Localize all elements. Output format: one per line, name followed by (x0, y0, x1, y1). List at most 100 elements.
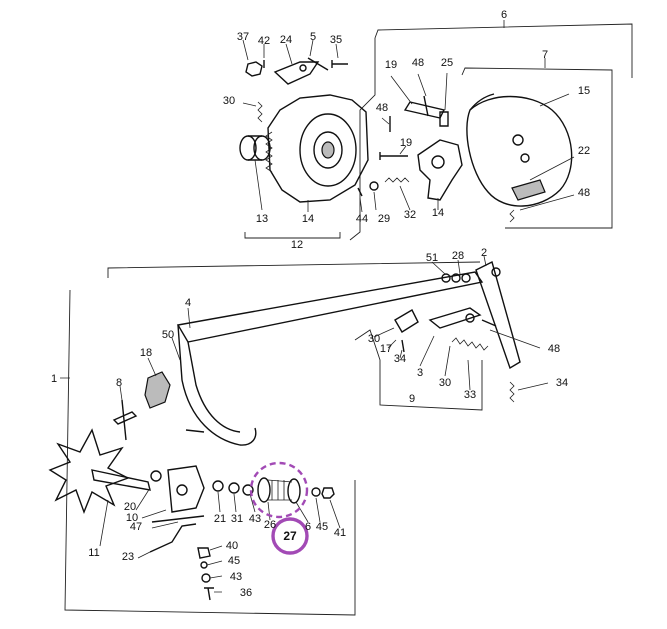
callout: 4 (185, 297, 191, 309)
bracket-6 (374, 23, 633, 78)
callout: 48 (376, 102, 388, 114)
callout: 11 (88, 547, 99, 559)
bracket-9 (354, 329, 483, 411)
spring-35 (451, 337, 489, 351)
callout: 33 (464, 389, 476, 401)
bushing-25 (439, 111, 449, 127)
callout: 7 (542, 49, 548, 61)
pulley-15 (466, 93, 573, 207)
callout: 20 (124, 501, 136, 513)
callout: 14 (302, 213, 314, 225)
callout: 3 (417, 367, 423, 379)
callout: 23 (122, 551, 134, 563)
handle-8 (112, 399, 138, 441)
highlight-ring (271, 517, 309, 555)
callout: 34 (394, 353, 406, 365)
pin-50 (185, 429, 205, 433)
pin-47 (151, 515, 205, 523)
spring-32 (257, 101, 263, 123)
callout: 36 (240, 587, 252, 599)
callout: 35 (330, 34, 342, 46)
nuts-45-41 (311, 487, 335, 499)
washer-29 (369, 181, 379, 191)
callout: 13 (256, 213, 268, 225)
callout: 26 (264, 519, 276, 531)
lever-4 (176, 271, 484, 446)
callout: 42 (258, 35, 270, 47)
highlight-label: 27 (283, 529, 297, 543)
roller-27 (257, 477, 301, 504)
callout: 48 (412, 57, 424, 69)
callout: 25 (441, 57, 453, 69)
callout: 8 (116, 377, 122, 389)
handle-18 (144, 371, 171, 409)
callout: 1 (51, 373, 57, 385)
nut-39 (245, 61, 263, 77)
callout: 30 (223, 95, 235, 107)
arm-2 (465, 260, 521, 370)
callout: 18 (140, 347, 152, 359)
starter-housing-14 (265, 94, 369, 203)
callout: 45 (228, 555, 240, 567)
callout: 19 (400, 137, 412, 149)
callout-labels: 37 42 24 5 35 30 13 14 12 44 29 32 14 19… (51, 9, 590, 599)
spring-36 (509, 381, 515, 403)
pin-5 (307, 57, 329, 71)
callout: 5 (310, 31, 316, 43)
washers-21-31-43 (150, 470, 254, 496)
callout: 12 (291, 239, 303, 251)
callout: 2 (481, 247, 487, 259)
pin-48a (423, 95, 429, 117)
callout: 41 (334, 527, 346, 539)
callout: 32 (404, 209, 416, 221)
callout: 17 (380, 343, 392, 355)
callout: 6 (305, 521, 311, 533)
callout: 34 (556, 377, 568, 389)
link-3 (428, 307, 482, 329)
callout: 43 (230, 571, 242, 583)
callout: 44 (356, 213, 368, 225)
callout: 31 (231, 513, 243, 525)
callout: 40 (226, 540, 238, 552)
bracket-10 (167, 465, 205, 513)
pin-20 (379, 152, 408, 160)
callout: 48 (548, 343, 560, 355)
callout: 50 (162, 329, 174, 341)
callout: 14 (432, 207, 444, 219)
bracket-1 (64, 261, 481, 616)
bolt-38-stack (197, 547, 214, 601)
bracket-12 (244, 232, 341, 239)
callout: 10 (126, 512, 138, 524)
callout: 30 (368, 333, 380, 345)
starwheel-11 (48, 428, 151, 514)
nuts-51-28 (441, 273, 471, 283)
leader-lines (60, 20, 575, 593)
callout: 6 (501, 9, 507, 21)
bracket-7 (461, 67, 613, 229)
spring-34 (384, 177, 410, 183)
cam-16 (417, 139, 463, 201)
callout: 21 (214, 513, 226, 525)
callout: 29 (378, 213, 390, 225)
bracket-6-left (349, 38, 376, 241)
pin-46 (357, 187, 363, 197)
highlight-dashed-circle (249, 461, 309, 519)
screw-37 (331, 60, 348, 68)
callout: 51 (426, 252, 438, 264)
callout: 48 (578, 187, 590, 199)
callout: 37 (237, 31, 249, 43)
callout: 43 (249, 513, 261, 525)
pin-49 (509, 209, 515, 223)
callout: 24 (280, 34, 292, 46)
callout: 28 (452, 250, 464, 262)
plate-17 (394, 309, 419, 333)
pawl-24 (273, 61, 320, 85)
callout: 45 (316, 521, 328, 533)
pin-19 (403, 101, 446, 119)
callout: 15 (578, 85, 590, 97)
callout: 9 (409, 393, 415, 405)
pin-48c (481, 319, 497, 327)
callout: 22 (578, 145, 590, 157)
rod-23 (149, 523, 197, 553)
